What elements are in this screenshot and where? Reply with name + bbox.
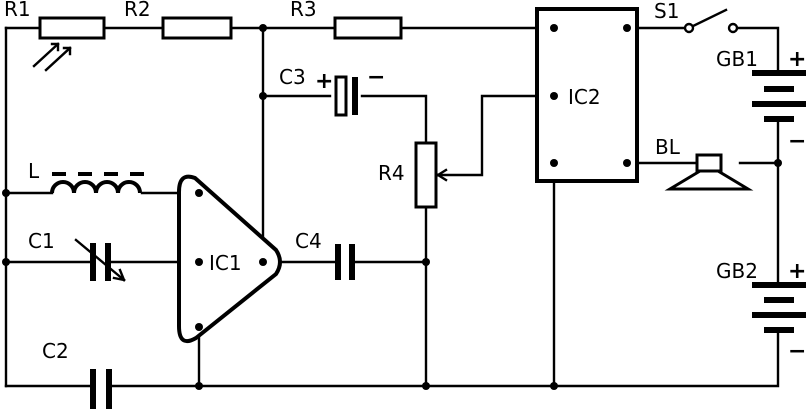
gb2-plus-sign: +: [788, 259, 806, 284]
switch-s1: [683, 8, 739, 34]
c3-plus-sign: +: [315, 69, 333, 94]
label-c4: C4: [295, 229, 322, 253]
label-c3: C3: [279, 65, 306, 89]
label-gb2: GB2: [716, 259, 758, 283]
label-r2: R2: [124, 0, 151, 21]
wires: [4, 26, 780, 388]
label-c1: C1: [28, 229, 55, 253]
speaker-bl: [664, 153, 754, 191]
component-labels: R1 R2 R3 C3 IC2 S1 GB1 BL R4 L C1 IC1 C4…: [4, 0, 758, 363]
junction-dots: [2, 24, 782, 390]
capacitor-c4: [335, 244, 355, 280]
resistor-r1: [32, 16, 106, 72]
gb1-minus-sign: −: [788, 129, 806, 154]
polarity-signs: + − + − + −: [315, 47, 806, 364]
label-r1: R1: [4, 0, 31, 21]
battery-gb2: [752, 282, 806, 333]
resistor-r2: [161, 16, 233, 40]
ic1-amplifier: [177, 174, 282, 343]
label-c2: C2: [42, 339, 69, 363]
capacitor-c3: [334, 75, 358, 117]
resistor-r3: [333, 16, 403, 40]
inductor-l: [50, 172, 144, 194]
c3-minus-sign: −: [367, 65, 385, 90]
label-bl: BL: [655, 135, 681, 159]
ic2-block: [535, 7, 639, 183]
capacitor-c1: [74, 238, 126, 282]
resistor-r4: [414, 141, 448, 209]
label-gb1: GB1: [716, 47, 758, 71]
label-ic2: IC2: [568, 85, 601, 109]
gb1-plus-sign: +: [788, 47, 806, 72]
label-r3: R3: [290, 0, 317, 21]
battery-gb1: [752, 70, 806, 122]
capacitor-c2: [90, 369, 112, 409]
label-s1: S1: [654, 0, 679, 23]
label-r4: R4: [378, 161, 405, 185]
label-ic1: IC1: [209, 251, 242, 275]
label-l: L: [28, 159, 40, 183]
gb2-minus-sign: −: [788, 339, 806, 364]
